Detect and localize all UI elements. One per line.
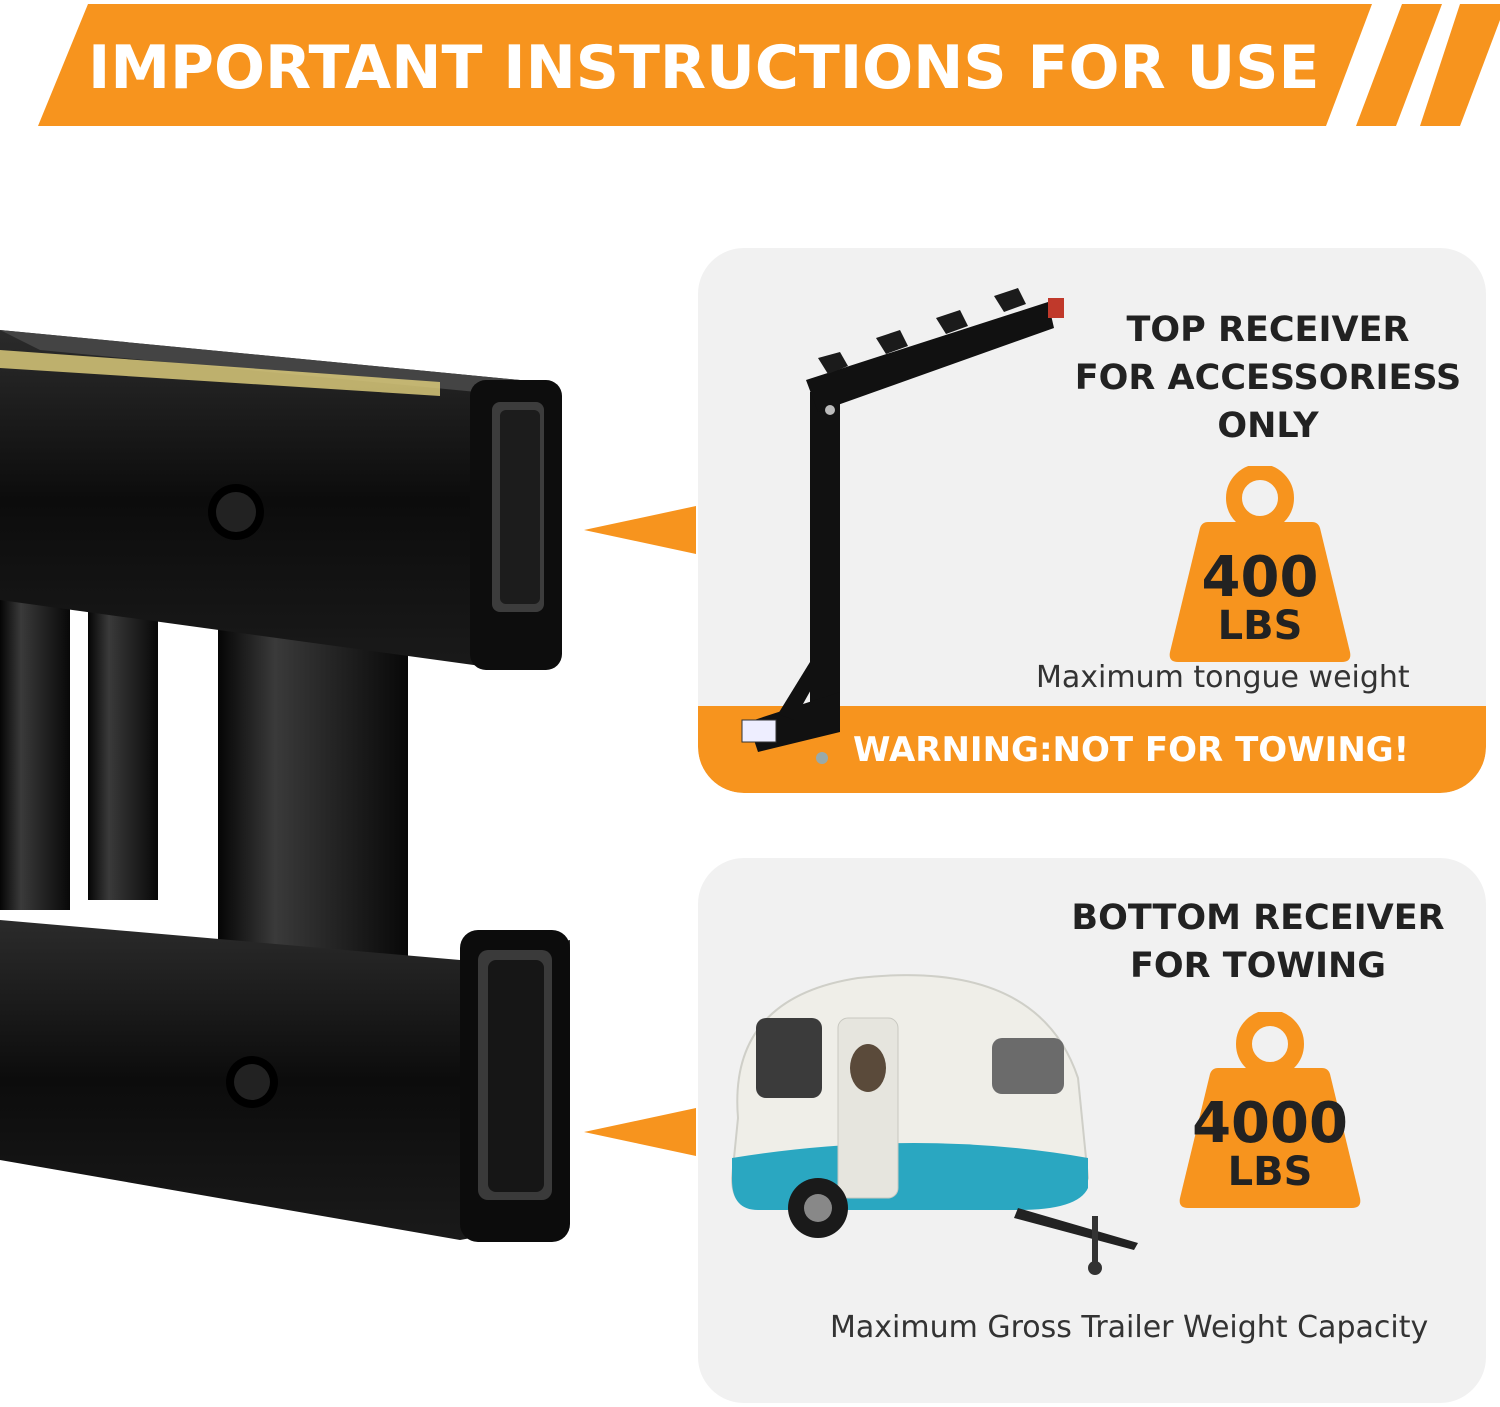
bike-rack-image xyxy=(718,262,1078,782)
weight-icon: 4000 LBS xyxy=(1178,1012,1362,1208)
weight-value: 4000 xyxy=(1192,1091,1348,1156)
camper-trailer-image xyxy=(718,958,1138,1278)
weight-unit: LBS xyxy=(1227,1149,1313,1195)
top-receiver-panel: WARNING:NOT FOR TOWING! TOP RECEIVER FOR… xyxy=(698,248,1486,793)
bottom-receiver-panel: BOTTOM RECEIVER FOR TOWING 4000 LBS Maxi… xyxy=(698,858,1486,1403)
bottom-caption: Maximum Gross Trailer Weight Capacity xyxy=(830,1310,1429,1345)
top-caption: Maximum tongue weight xyxy=(1036,660,1410,695)
warning-text: WARNING:NOT FOR TOWING! xyxy=(853,730,1410,770)
page-title: IMPORTANT INSTRUCTIONS FOR USE xyxy=(88,33,1320,103)
weight-unit: LBS xyxy=(1217,603,1303,649)
hitch-receiver-image xyxy=(0,320,580,1300)
banner-shape xyxy=(38,4,1500,126)
arrow-pointer-icon xyxy=(584,506,696,554)
bottom-receiver-heading: BOTTOM RECEIVER FOR TOWING xyxy=(1071,898,1445,986)
weight-value: 400 xyxy=(1201,545,1319,610)
arrow-pointer-icon xyxy=(584,1108,696,1156)
weight-icon: 400 LBS xyxy=(1168,466,1352,662)
header-banner xyxy=(0,0,1500,130)
top-receiver-heading: TOP RECEIVER FOR ACCESSORIESS ONLY xyxy=(1074,310,1462,446)
